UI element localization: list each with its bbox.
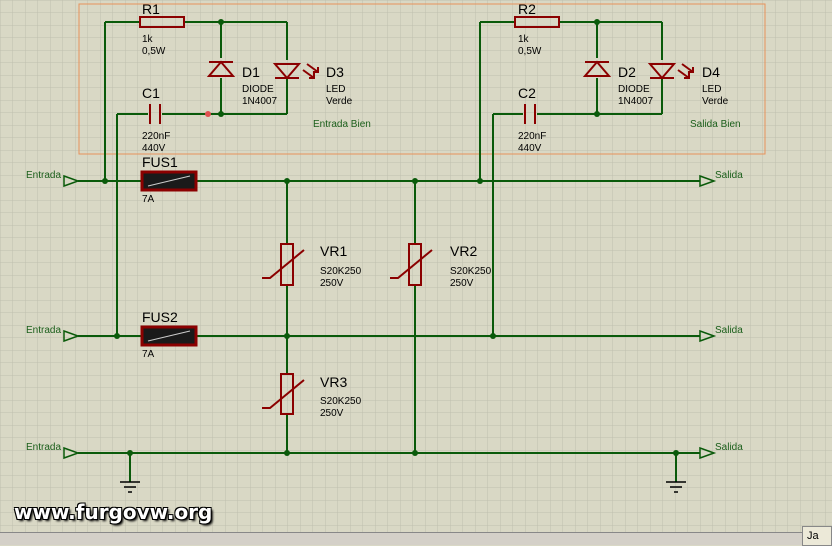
capacitor-c2[interactable]: C2 220nF 440V (518, 85, 546, 154)
svg-text:Salida: Salida (715, 442, 743, 453)
svg-text:7A: 7A (142, 194, 155, 205)
svg-text:D3: D3 (326, 64, 344, 80)
output-terminal-3[interactable]: Salida (699, 442, 743, 460)
input-terminal-3[interactable]: Entrada (26, 442, 81, 460)
svg-text:R2: R2 (518, 1, 536, 17)
capacitor-c1[interactable]: C1 220nF 440V (142, 85, 170, 154)
svg-text:Entrada: Entrada (26, 325, 61, 336)
svg-text:440V: 440V (518, 143, 542, 154)
svg-text:S20K250: S20K250 (450, 266, 492, 277)
led-d3[interactable]: D3 LED Verde (272, 63, 353, 107)
svg-text:C1: C1 (142, 85, 160, 101)
svg-text:Entrada: Entrada (26, 170, 61, 181)
svg-text:250V: 250V (450, 278, 474, 289)
svg-text:D4: D4 (702, 64, 720, 80)
output-terminal-1[interactable]: Salida (699, 170, 743, 188)
svg-text:Verde: Verde (702, 96, 729, 107)
indicator-box (78, 3, 766, 155)
varistor-vr2[interactable]: VR2 S20K250 250V (390, 243, 492, 289)
note-salida-bien: Salida Bien (690, 119, 741, 130)
svg-text:LED: LED (702, 84, 721, 95)
diode-d1[interactable]: D1 DIODE 1N4007 (206, 60, 277, 107)
svg-text:0,5W: 0,5W (142, 46, 166, 57)
ground-symbol-left (120, 481, 140, 493)
ground-symbol-right (666, 481, 686, 493)
svg-text:220nF: 220nF (142, 131, 170, 142)
svg-text:R1: R1 (142, 1, 160, 17)
wires (78, 21, 700, 482)
svg-text:Salida: Salida (715, 325, 743, 336)
resistor-r2[interactable]: R2 1k 0,5W (514, 1, 560, 57)
svg-text:VR3: VR3 (320, 374, 347, 390)
fuse-fus1[interactable]: FUS1 7A (140, 154, 198, 205)
note-entrada-bien: Entrada Bien (313, 119, 371, 130)
svg-text:D2: D2 (618, 64, 636, 80)
input-terminal-1[interactable]: Entrada (26, 170, 81, 188)
svg-text:VR1: VR1 (320, 243, 347, 259)
fuse-fus2[interactable]: FUS2 7A (140, 309, 198, 360)
input-terminal-2[interactable]: Entrada (26, 325, 81, 343)
svg-text:220nF: 220nF (518, 131, 546, 142)
svg-text:1N4007: 1N4007 (618, 96, 653, 107)
svg-text:7A: 7A (142, 349, 155, 360)
svg-text:FUS2: FUS2 (142, 309, 178, 325)
diode-d2[interactable]: D2 DIODE 1N4007 (582, 60, 653, 107)
svg-text:S20K250: S20K250 (320, 266, 362, 277)
svg-text:DIODE: DIODE (618, 84, 650, 95)
status-bar (0, 532, 832, 545)
svg-text:0,5W: 0,5W (518, 46, 542, 57)
svg-text:Verde: Verde (326, 96, 353, 107)
svg-text:1N4007: 1N4007 (242, 96, 277, 107)
svg-text:VR2: VR2 (450, 243, 477, 259)
watermark: www.furgovw.org (14, 500, 213, 524)
output-terminal-2[interactable]: Salida (699, 325, 743, 343)
svg-text:S20K250: S20K250 (320, 396, 362, 407)
svg-text:D1: D1 (242, 64, 260, 80)
svg-text:1k: 1k (142, 34, 154, 45)
svg-text:DIODE: DIODE (242, 84, 274, 95)
junction-dots (102, 19, 679, 456)
resistor-r1[interactable]: R1 1k 0,5W (139, 1, 185, 57)
svg-text:Entrada: Entrada (26, 442, 61, 453)
svg-text:440V: 440V (142, 143, 166, 154)
svg-text:LED: LED (326, 84, 345, 95)
svg-text:250V: 250V (320, 408, 344, 419)
svg-text:250V: 250V (320, 278, 344, 289)
led-d4[interactable]: D4 LED Verde (647, 63, 729, 107)
svg-text:C2: C2 (518, 85, 536, 101)
svg-text:Salida: Salida (715, 170, 743, 181)
varistor-vr3[interactable]: VR3 S20K250 250V (262, 373, 362, 419)
svg-text:1k: 1k (518, 34, 530, 45)
svg-text:FUS1: FUS1 (142, 154, 178, 170)
varistor-vr1[interactable]: VR1 S20K250 250V (262, 243, 362, 289)
status-tab[interactable]: Ja (802, 526, 832, 546)
